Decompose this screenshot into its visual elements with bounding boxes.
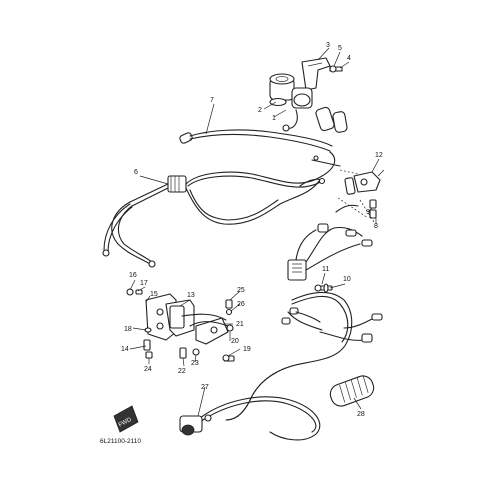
callout-27: 27 bbox=[201, 384, 209, 391]
callout-25: 25 bbox=[237, 287, 245, 294]
callout-3: 3 bbox=[326, 42, 330, 49]
callout-20: 20 bbox=[231, 338, 239, 345]
callout-21: 21 bbox=[236, 321, 244, 328]
lower-harness bbox=[225, 291, 383, 421]
fwd-tag: FWD bbox=[113, 405, 139, 433]
callout-14: 14 bbox=[121, 346, 129, 353]
callout-16: 16 bbox=[129, 272, 137, 279]
callout-12: 12 bbox=[375, 152, 383, 159]
bracket-assembly bbox=[126, 288, 235, 362]
harness-6 bbox=[102, 151, 341, 268]
callout-18: 18 bbox=[124, 326, 132, 333]
callout-15: 15 bbox=[150, 291, 158, 298]
callouts: 1 2 3 4 5 6 7 8 9 10 11 12 13 14 15 16 1… bbox=[121, 42, 383, 418]
rectifier-group bbox=[287, 169, 385, 281]
catalog-code: 6L21100-2110 bbox=[100, 438, 141, 445]
callout-1: 1 bbox=[272, 115, 276, 122]
callout-13: 13 bbox=[187, 292, 195, 299]
callout-23: 23 bbox=[191, 360, 199, 367]
callout-10: 10 bbox=[343, 276, 351, 283]
callout-19: 19 bbox=[243, 346, 251, 353]
callout-24: 24 bbox=[144, 366, 152, 373]
leader-lines bbox=[129, 47, 380, 417]
callout-8: 8 bbox=[374, 223, 378, 230]
grommet-28 bbox=[329, 375, 375, 407]
callout-7: 7 bbox=[210, 97, 214, 104]
callout-6: 6 bbox=[134, 169, 138, 176]
callout-9: 9 bbox=[366, 209, 370, 216]
main-switch-assembly bbox=[269, 57, 348, 133]
callout-2: 2 bbox=[258, 107, 262, 114]
callout-5: 5 bbox=[338, 45, 342, 52]
bolts-10-11 bbox=[314, 283, 333, 293]
cable-7 bbox=[179, 129, 333, 152]
callout-22: 22 bbox=[178, 368, 186, 375]
callout-17: 17 bbox=[140, 280, 148, 287]
callout-26: 26 bbox=[237, 301, 245, 308]
callout-11: 11 bbox=[322, 266, 329, 273]
cable-27 bbox=[179, 396, 321, 441]
callout-4: 4 bbox=[347, 55, 351, 62]
callout-28: 28 bbox=[357, 411, 365, 418]
